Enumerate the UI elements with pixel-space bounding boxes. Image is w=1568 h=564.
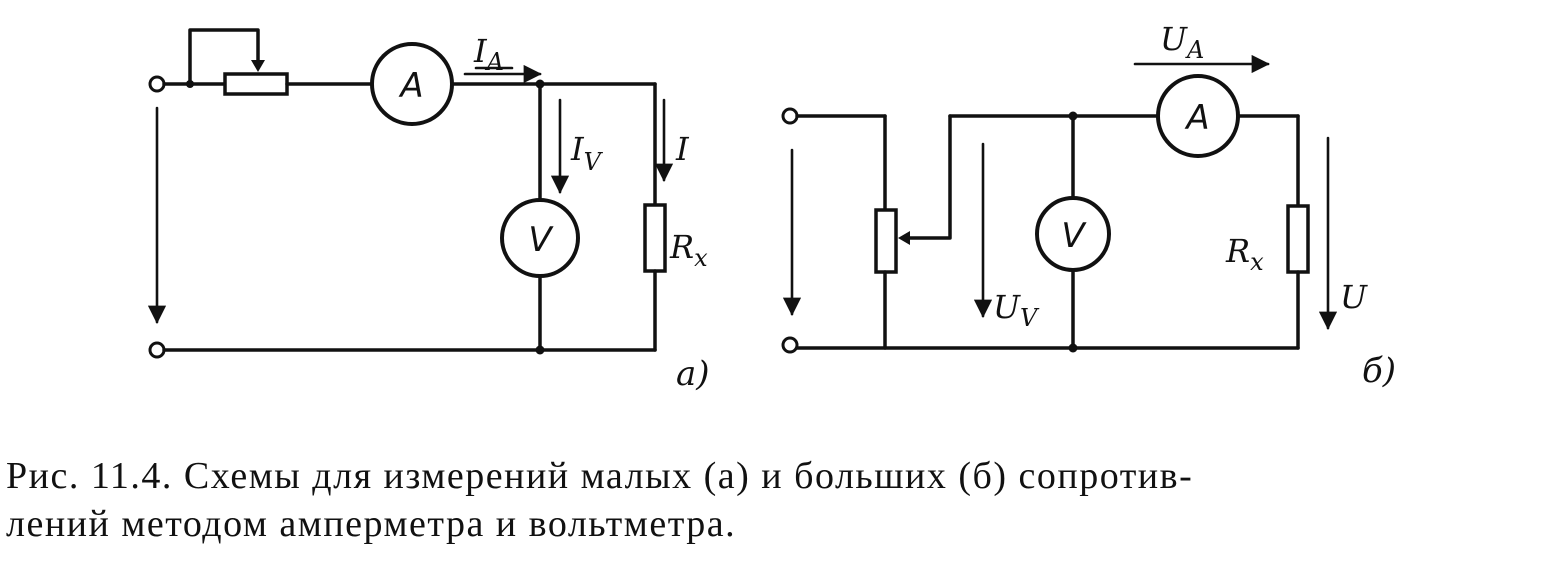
label-uv: UV	[993, 288, 1040, 332]
label-rx-a: Rx	[669, 228, 708, 272]
label-iv: IV	[570, 130, 604, 176]
potentiometer-b	[874, 208, 898, 274]
caption-line-1: Рис. 11.4. Схемы для измерений малых (а)…	[6, 455, 1194, 497]
resistor-a	[643, 203, 667, 273]
label-ia: IA	[473, 32, 504, 76]
rheostat-a	[223, 72, 289, 96]
terminal-b-bottom	[781, 336, 799, 354]
tag-b: б)	[1362, 351, 1396, 391]
circuit-a: A IA V IV I Rx а)	[147, 28, 710, 394]
label-i: I	[675, 130, 690, 168]
caption-line-2: лений методом амперметра и вольтметра.	[6, 503, 737, 545]
voltmeter-a-label: V	[528, 220, 554, 260]
tag-a: а)	[676, 354, 710, 394]
label-ua: UA	[1160, 20, 1204, 64]
circuit-b: A UA V UV Rx U б)	[781, 20, 1396, 391]
figure-caption: Рис. 11.4. Схемы для измерений малых (а)…	[6, 452, 1564, 548]
terminal-a-bottom	[148, 341, 166, 359]
label-u: U	[1340, 278, 1368, 316]
voltmeter-b-label: V	[1061, 216, 1087, 256]
circuit-figure: A IA V IV I Rx а)	[147, 20, 1396, 394]
label-rx-b: Rx	[1225, 232, 1264, 276]
ammeter-b-label: A	[1184, 98, 1209, 138]
terminal-b-top	[781, 107, 799, 125]
circuit-diagrams: A IA V IV I Rx а)	[147, 20, 1396, 394]
ammeter-a-label: A	[398, 66, 423, 106]
resistor-b	[1286, 204, 1310, 274]
terminal-a-top	[148, 75, 166, 93]
